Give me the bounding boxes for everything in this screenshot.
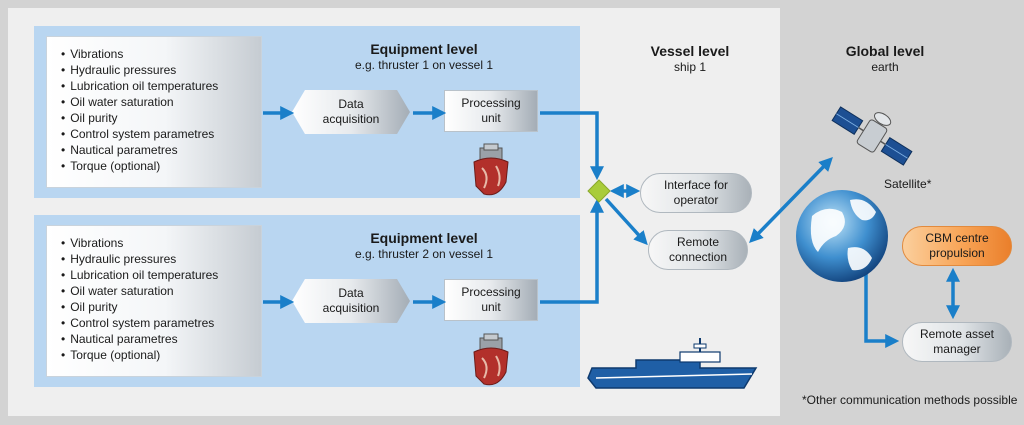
- parameter-item: Control system parametres: [61, 126, 261, 142]
- parameter-list-box: Vibrations Hydraulic pressures Lubricati…: [46, 36, 262, 188]
- parameter-item: Hydraulic pressures: [61, 251, 261, 267]
- equipment-title-block: Equipment level e.g. thruster 1 on vesse…: [324, 41, 524, 73]
- parameter-list: Vibrations Hydraulic pressures Lubricati…: [61, 235, 261, 363]
- arrow-processing-1-to-hub: [540, 111, 604, 181]
- equipment-title-block: Equipment level e.g. thruster 2 on vesse…: [324, 230, 524, 262]
- ship-icon: [587, 338, 758, 389]
- equipment-title: Equipment level: [370, 230, 478, 246]
- global-level-title: Global level: [845, 43, 925, 59]
- vessel-level-title-block: Vessel level ship 1: [630, 43, 750, 75]
- equipment-panel-thruster-1: Vibrations Hydraulic pressures Lubricati…: [34, 26, 580, 198]
- parameter-item: Control system parametres: [61, 315, 261, 331]
- parameter-item: Lubrication oil temperatures: [61, 78, 261, 94]
- parameter-item: Oil purity: [61, 299, 261, 315]
- global-level-title-block: Global level earth: [810, 43, 960, 75]
- globe-icon: [796, 190, 888, 282]
- thruster-icon: [473, 143, 509, 196]
- thruster-icon: [473, 333, 509, 386]
- arrow-globe-to-asset-manager: [864, 270, 900, 348]
- footnote: *Other communication methods possible: [802, 393, 1018, 407]
- arrow-remote-to-satellite: [749, 156, 833, 244]
- vessel-level-subtitle: ship 1: [673, 60, 707, 74]
- parameter-item: Vibrations: [61, 46, 261, 62]
- junction-diamond-icon: [587, 179, 611, 203]
- global-level-subtitle: earth: [871, 60, 899, 74]
- equipment-subtitle: e.g. thruster 2 on vessel 1: [354, 247, 494, 261]
- parameter-item: Vibrations: [61, 235, 261, 251]
- arrow-processing-2-to-hub: [540, 198, 604, 304]
- parameter-item: Oil water saturation: [61, 283, 261, 299]
- parameter-item: Oil purity: [61, 110, 261, 126]
- parameter-item: Nautical parametres: [61, 142, 261, 158]
- vessel-level-title: Vessel level: [650, 43, 730, 59]
- parameter-item: Oil water saturation: [61, 94, 261, 110]
- parameter-item: Hydraulic pressures: [61, 62, 261, 78]
- parameter-list: Vibrations Hydraulic pressures Lubricati…: [61, 46, 261, 174]
- parameter-item: Torque (optional): [61, 347, 261, 363]
- satellite-label: Satellite*: [884, 177, 932, 191]
- equipment-subtitle: e.g. thruster 1 on vessel 1: [354, 58, 494, 72]
- parameter-item: Torque (optional): [61, 158, 261, 174]
- equipment-title: Equipment level: [370, 41, 478, 57]
- equipment-panel-thruster-2: Vibrations Hydraulic pressures Lubricati…: [34, 215, 580, 387]
- parameter-item: Lubrication oil temperatures: [61, 267, 261, 283]
- satellite-icon: [831, 106, 913, 166]
- parameter-list-box: Vibrations Hydraulic pressures Lubricati…: [46, 225, 262, 377]
- parameter-item: Nautical parametres: [61, 331, 261, 347]
- arrow-hub-to-remote: [604, 197, 648, 246]
